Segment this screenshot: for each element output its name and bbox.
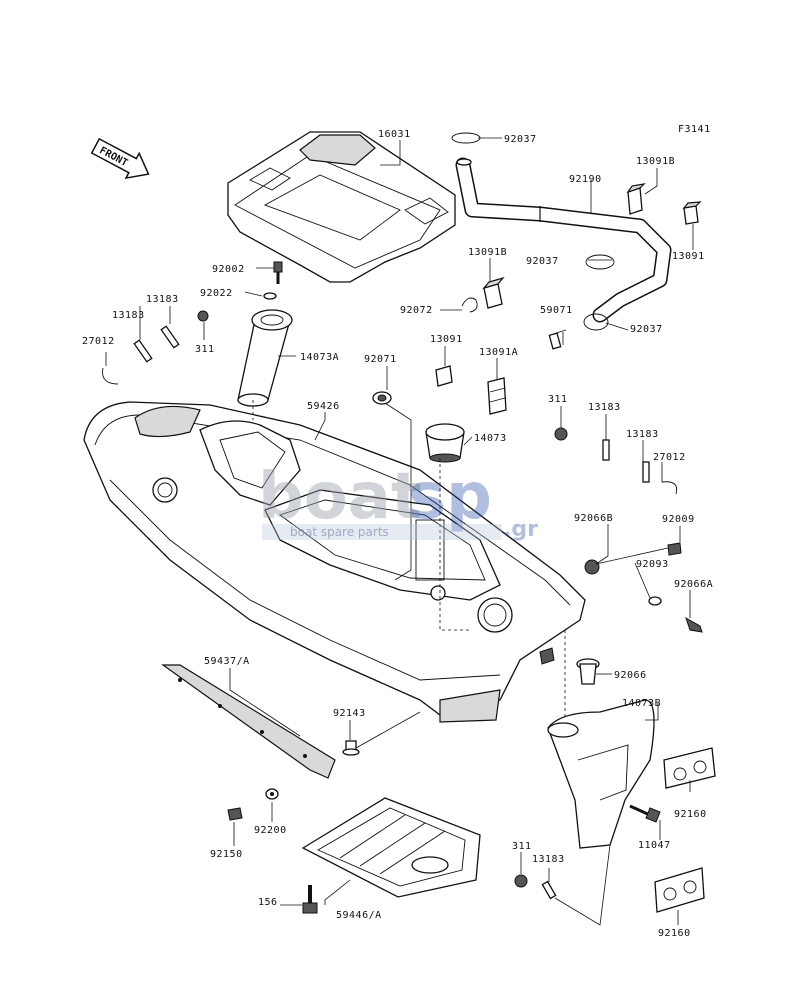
- part-label: 92160: [658, 928, 691, 939]
- part-labels: 16031 92037 92037 92037 92190 13091B 130…: [82, 129, 713, 939]
- watermark-tagline: boat spare parts: [290, 525, 389, 539]
- part-label: 11047: [638, 840, 671, 851]
- part-label: 27012: [653, 452, 686, 463]
- part-label: 13183: [112, 310, 145, 321]
- part-label: 92066A: [674, 579, 713, 590]
- part-label: 92037: [504, 134, 537, 145]
- cup-part: [425, 423, 465, 463]
- part-label: 92200: [254, 825, 287, 836]
- part-label: 311: [548, 394, 568, 405]
- hull-part: [83, 401, 586, 723]
- left-hardware-part: [102, 310, 209, 385]
- fastener-group-part: [584, 542, 703, 633]
- part-label: 311: [195, 344, 215, 355]
- part-label: 59426: [307, 401, 340, 412]
- part-label: 14073: [474, 433, 507, 444]
- watermark-brand-b: sp: [408, 460, 492, 534]
- part-label: 92066B: [574, 513, 613, 524]
- part-label: 13091: [672, 251, 705, 262]
- part-label: 27012: [82, 336, 115, 347]
- part-label: 92071: [364, 354, 397, 365]
- part-label: 16031: [378, 129, 411, 140]
- bolt-11047-part: [629, 804, 661, 823]
- part-label: 92190: [569, 174, 602, 185]
- part-label: 13183: [146, 294, 179, 305]
- part-label: 92009: [662, 514, 695, 525]
- clamp-part: [451, 132, 615, 331]
- part-label: 156: [258, 897, 278, 908]
- hose-part: [455, 157, 672, 323]
- part-label: 92037: [526, 256, 559, 267]
- part-label: 311: [512, 841, 532, 852]
- part-label: 13183: [588, 402, 621, 413]
- front-arrow-icon: FRONT: [90, 137, 150, 179]
- intake-grate-part: [301, 797, 481, 898]
- right-hardware-part: [554, 427, 678, 495]
- part-label: 92022: [200, 288, 233, 299]
- cap-92066-part: [576, 658, 600, 685]
- part-label: 13183: [532, 854, 565, 865]
- part-label: 92066: [614, 670, 647, 681]
- pin-part: [548, 329, 567, 350]
- part-label: 92160: [674, 809, 707, 820]
- duct-part: [547, 699, 655, 849]
- plug-part: [342, 740, 360, 756]
- part-label: 13091: [430, 334, 463, 345]
- rubber-block-part: [626, 183, 702, 225]
- part-label: 13091A: [479, 347, 518, 358]
- part-label: 59437/A: [204, 656, 250, 667]
- grommet-part: [372, 391, 392, 405]
- part-label: 13091B: [468, 247, 507, 258]
- part-label: 59071: [540, 305, 573, 316]
- figure-code: F3141: [678, 124, 711, 135]
- seat-pad-part: [227, 131, 456, 283]
- part-label: 92143: [333, 708, 366, 719]
- watermark-brand-a: boat: [258, 460, 422, 534]
- watermark-logo: boat sp .gr boat spare parts: [258, 460, 538, 542]
- leader-lines: [105, 137, 694, 926]
- tube-part: [237, 309, 293, 407]
- washer-bolt-part: [227, 788, 279, 821]
- guide-lines: [252, 400, 566, 720]
- rubber-block-center-part: [435, 276, 507, 415]
- part-label: 92037: [630, 324, 663, 335]
- bolt-156-part: [302, 885, 318, 914]
- part-label: 92002: [212, 264, 245, 275]
- gasket-plate-part: [654, 747, 716, 913]
- guard-strip-part: [161, 664, 336, 779]
- part-label: 92093: [636, 559, 669, 570]
- part-label: 13183: [626, 429, 659, 440]
- clip-part: [461, 297, 478, 313]
- part-label: 14073B: [622, 698, 661, 709]
- bottom-hardware-part: [514, 874, 557, 900]
- part-label: 92150: [210, 849, 243, 860]
- watermark-suffix: .gr: [503, 517, 538, 542]
- part-label: 92072: [400, 305, 433, 316]
- part-label: 14073A: [300, 352, 339, 363]
- part-label: 59446/A: [336, 910, 382, 921]
- bolt-washer-part: [263, 261, 283, 300]
- part-label: 13091B: [636, 156, 675, 167]
